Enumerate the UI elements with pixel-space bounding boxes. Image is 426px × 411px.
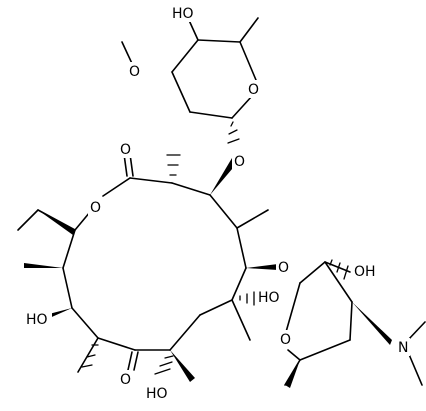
bond-s2-c1-c2 [299,261,326,284]
label-c12-oh: HO [146,386,168,402]
bond-co-o [102,177,131,197]
label-glycosidic-o-top: O [234,154,245,170]
bond-c12-c11 [62,267,73,309]
hash-c9me-c [81,364,93,368]
atom-labels: HO O O O O O O OH HO HO O HO O N [24,4,410,402]
hash-s2-oh-a [329,259,333,266]
label-desosamine-ring-o: O [280,332,291,348]
bond-c13-c12 [62,229,76,269]
bond-c11-c10 [71,307,99,339]
bond-ringO-c1 [231,95,253,119]
bond-c4-me [236,209,269,229]
bond-s2-c4-c5 [299,339,351,361]
hash-s2-oh-b [336,262,341,273]
bond-c5-c4 [236,227,247,269]
bond-n-me2 [407,351,423,386]
bond-n-me1 [407,321,426,341]
label-lactone-carbonyl-o: O [120,142,131,158]
wedge-c12-me [24,263,63,268]
wedge-c13 [38,210,75,235]
wedge-c8-me [170,350,195,382]
bond-c7-c6 [199,299,233,316]
label-hydroxy-top: HO [172,6,194,22]
bond-ketone-1 [127,351,133,371]
bond-c2-c3 [171,71,191,113]
label-sugar-ring-o: O [248,82,259,98]
bond-s2-c3-c4 [349,301,353,341]
hash-s2-oh-c [343,265,349,280]
bond-c5-ringO [239,41,257,81]
label-glycosidic-o-right: O [278,260,289,276]
hash-c9me-b [86,354,96,358]
bond-c3-c2 [171,182,211,196]
hash-s1-b [228,129,238,135]
bond-s2-c5-o [287,349,301,361]
bond-c1-c2 [189,111,233,119]
bond-c10-me [77,337,99,373]
wedges [24,158,392,388]
wedge-s2-c3-n [352,302,392,345]
bond-ethyl-2 [17,209,39,231]
wedge-c5-o [246,264,278,270]
bond-c5-me [239,17,259,43]
hash-c8oh-b [159,361,173,367]
label-sugar-right-oh: OH [354,264,376,280]
bond-c10-c9 [97,337,136,351]
hash-s1-c [227,138,240,144]
bond-s2-c2-c3 [324,261,353,303]
hash-s1-a [230,121,234,127]
bond-ketone-2 [133,351,139,371]
wedge-s2-c5-me [285,360,300,388]
label-lactone-ring-o: O [90,200,101,216]
bond-o-c13 [74,211,91,231]
bonds [17,17,426,386]
bond-c6-me [231,299,251,341]
wedge-glyco-top [210,158,238,195]
bond-c2-c1 [129,177,173,184]
label-c3-oh: HO [26,312,48,328]
hashes [81,121,349,375]
label-dimethylamino-n: N [398,340,408,356]
label-methoxy-o: O [129,64,140,80]
bond-c4-c5 [197,39,241,43]
hash-c8oh-c [154,368,171,375]
bond-c6-c5 [231,267,247,301]
label-ketone-o: O [120,372,131,388]
bond-c8-c7 [169,314,201,351]
bond-c3-c4 [171,39,199,73]
label-c6-oh: HO [258,290,280,306]
bond-c4-c3 [209,194,238,229]
hash-c8oh-a [164,355,174,359]
bond-s2-o-c1 [285,282,301,333]
bond-s2-c2-oh [324,261,351,273]
